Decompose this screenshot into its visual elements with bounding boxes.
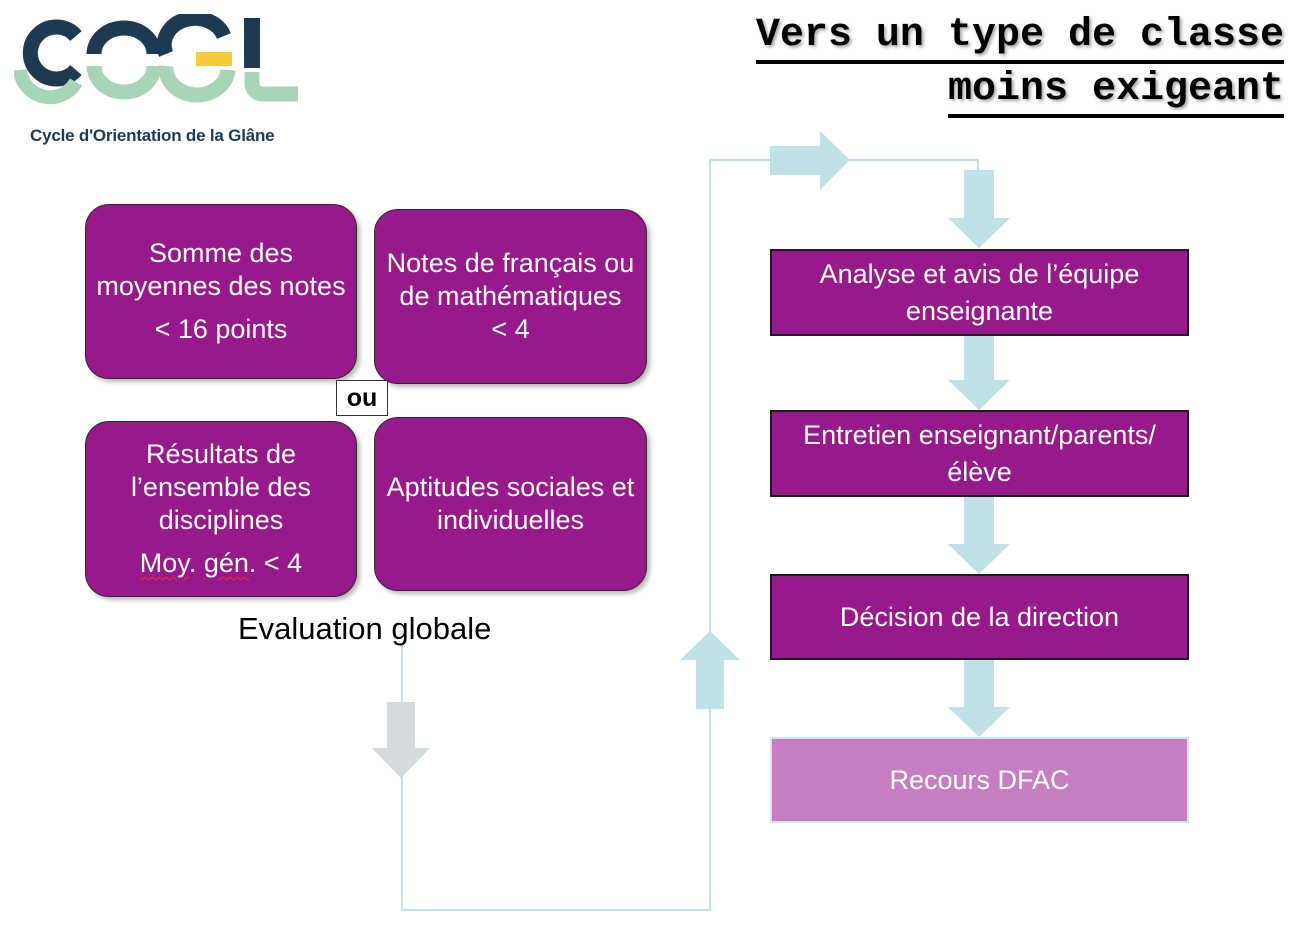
criterion-somme-moyennes: Somme des moyennes des notes < 16 points <box>85 204 357 379</box>
down-arrow-3 <box>948 497 1010 574</box>
criterion-text: Somme des moyennes des notes <box>96 238 346 301</box>
return-loop-line <box>401 159 979 911</box>
criterion-text: Notes de français ou de mathématiques <box>386 248 635 311</box>
step-analyse-equipe: Analyse et avis de l’équipe enseignante <box>770 249 1189 336</box>
or-connector-label: ou <box>336 380 388 416</box>
threshold-moy: Moy <box>139 548 189 578</box>
slide-title-line-1: Vers un type de classe <box>755 12 1284 64</box>
down-arrow-1 <box>948 170 1010 248</box>
down-arrow-2 <box>948 336 1010 410</box>
criterion-notes-francais-maths: Notes de français ou de mathématiques < … <box>374 209 647 384</box>
step-label: Entretien enseignant/parents/élève <box>803 419 1156 487</box>
threshold-gen: gén <box>203 548 249 578</box>
evaluation-globale-label: Evaluation globale <box>238 611 492 646</box>
right-arrow-top <box>770 131 850 190</box>
criterion-aptitudes: Aptitudes sociales et individuelles <box>374 417 647 591</box>
threshold-suffix: . < 4 <box>248 548 303 578</box>
slide-title-line-2: moins exigeant <box>947 66 1284 118</box>
down-arrow-4 <box>948 660 1010 737</box>
logo-caption: Cycle d'Orientation de la Glâne <box>30 126 275 145</box>
cogl-logo-mark <box>13 10 298 105</box>
cogl-logo: Cycle d'Orientation de la Glâne <box>13 10 304 145</box>
up-arrow <box>680 631 740 709</box>
threshold-mid: . <box>188 548 204 578</box>
criterion-resultats-disciplines: Résultats de l’ensemble des disciplines … <box>85 421 357 597</box>
step-recours-dfac: Recours DFAC <box>770 737 1189 823</box>
step-decision-direction: Décision de la direction <box>770 574 1189 660</box>
criterion-threshold: Moy. gén. < 4 <box>140 547 302 580</box>
criterion-threshold: < 4 <box>491 314 530 344</box>
step-label: Analyse et avis de l’équipe enseignante <box>819 258 1140 326</box>
criterion-text: Aptitudes sociales et individuelles <box>386 472 635 535</box>
criterion-threshold: < 16 points <box>154 314 288 344</box>
step-label: Décision de la direction <box>839 601 1120 632</box>
step-entretien: Entretien enseignant/parents/élève <box>770 410 1189 497</box>
step-label: Recours DFAC <box>889 764 1070 795</box>
down-arrow-grey <box>372 702 430 778</box>
criterion-text: Résultats de l’ensemble des disciplines <box>130 439 312 535</box>
